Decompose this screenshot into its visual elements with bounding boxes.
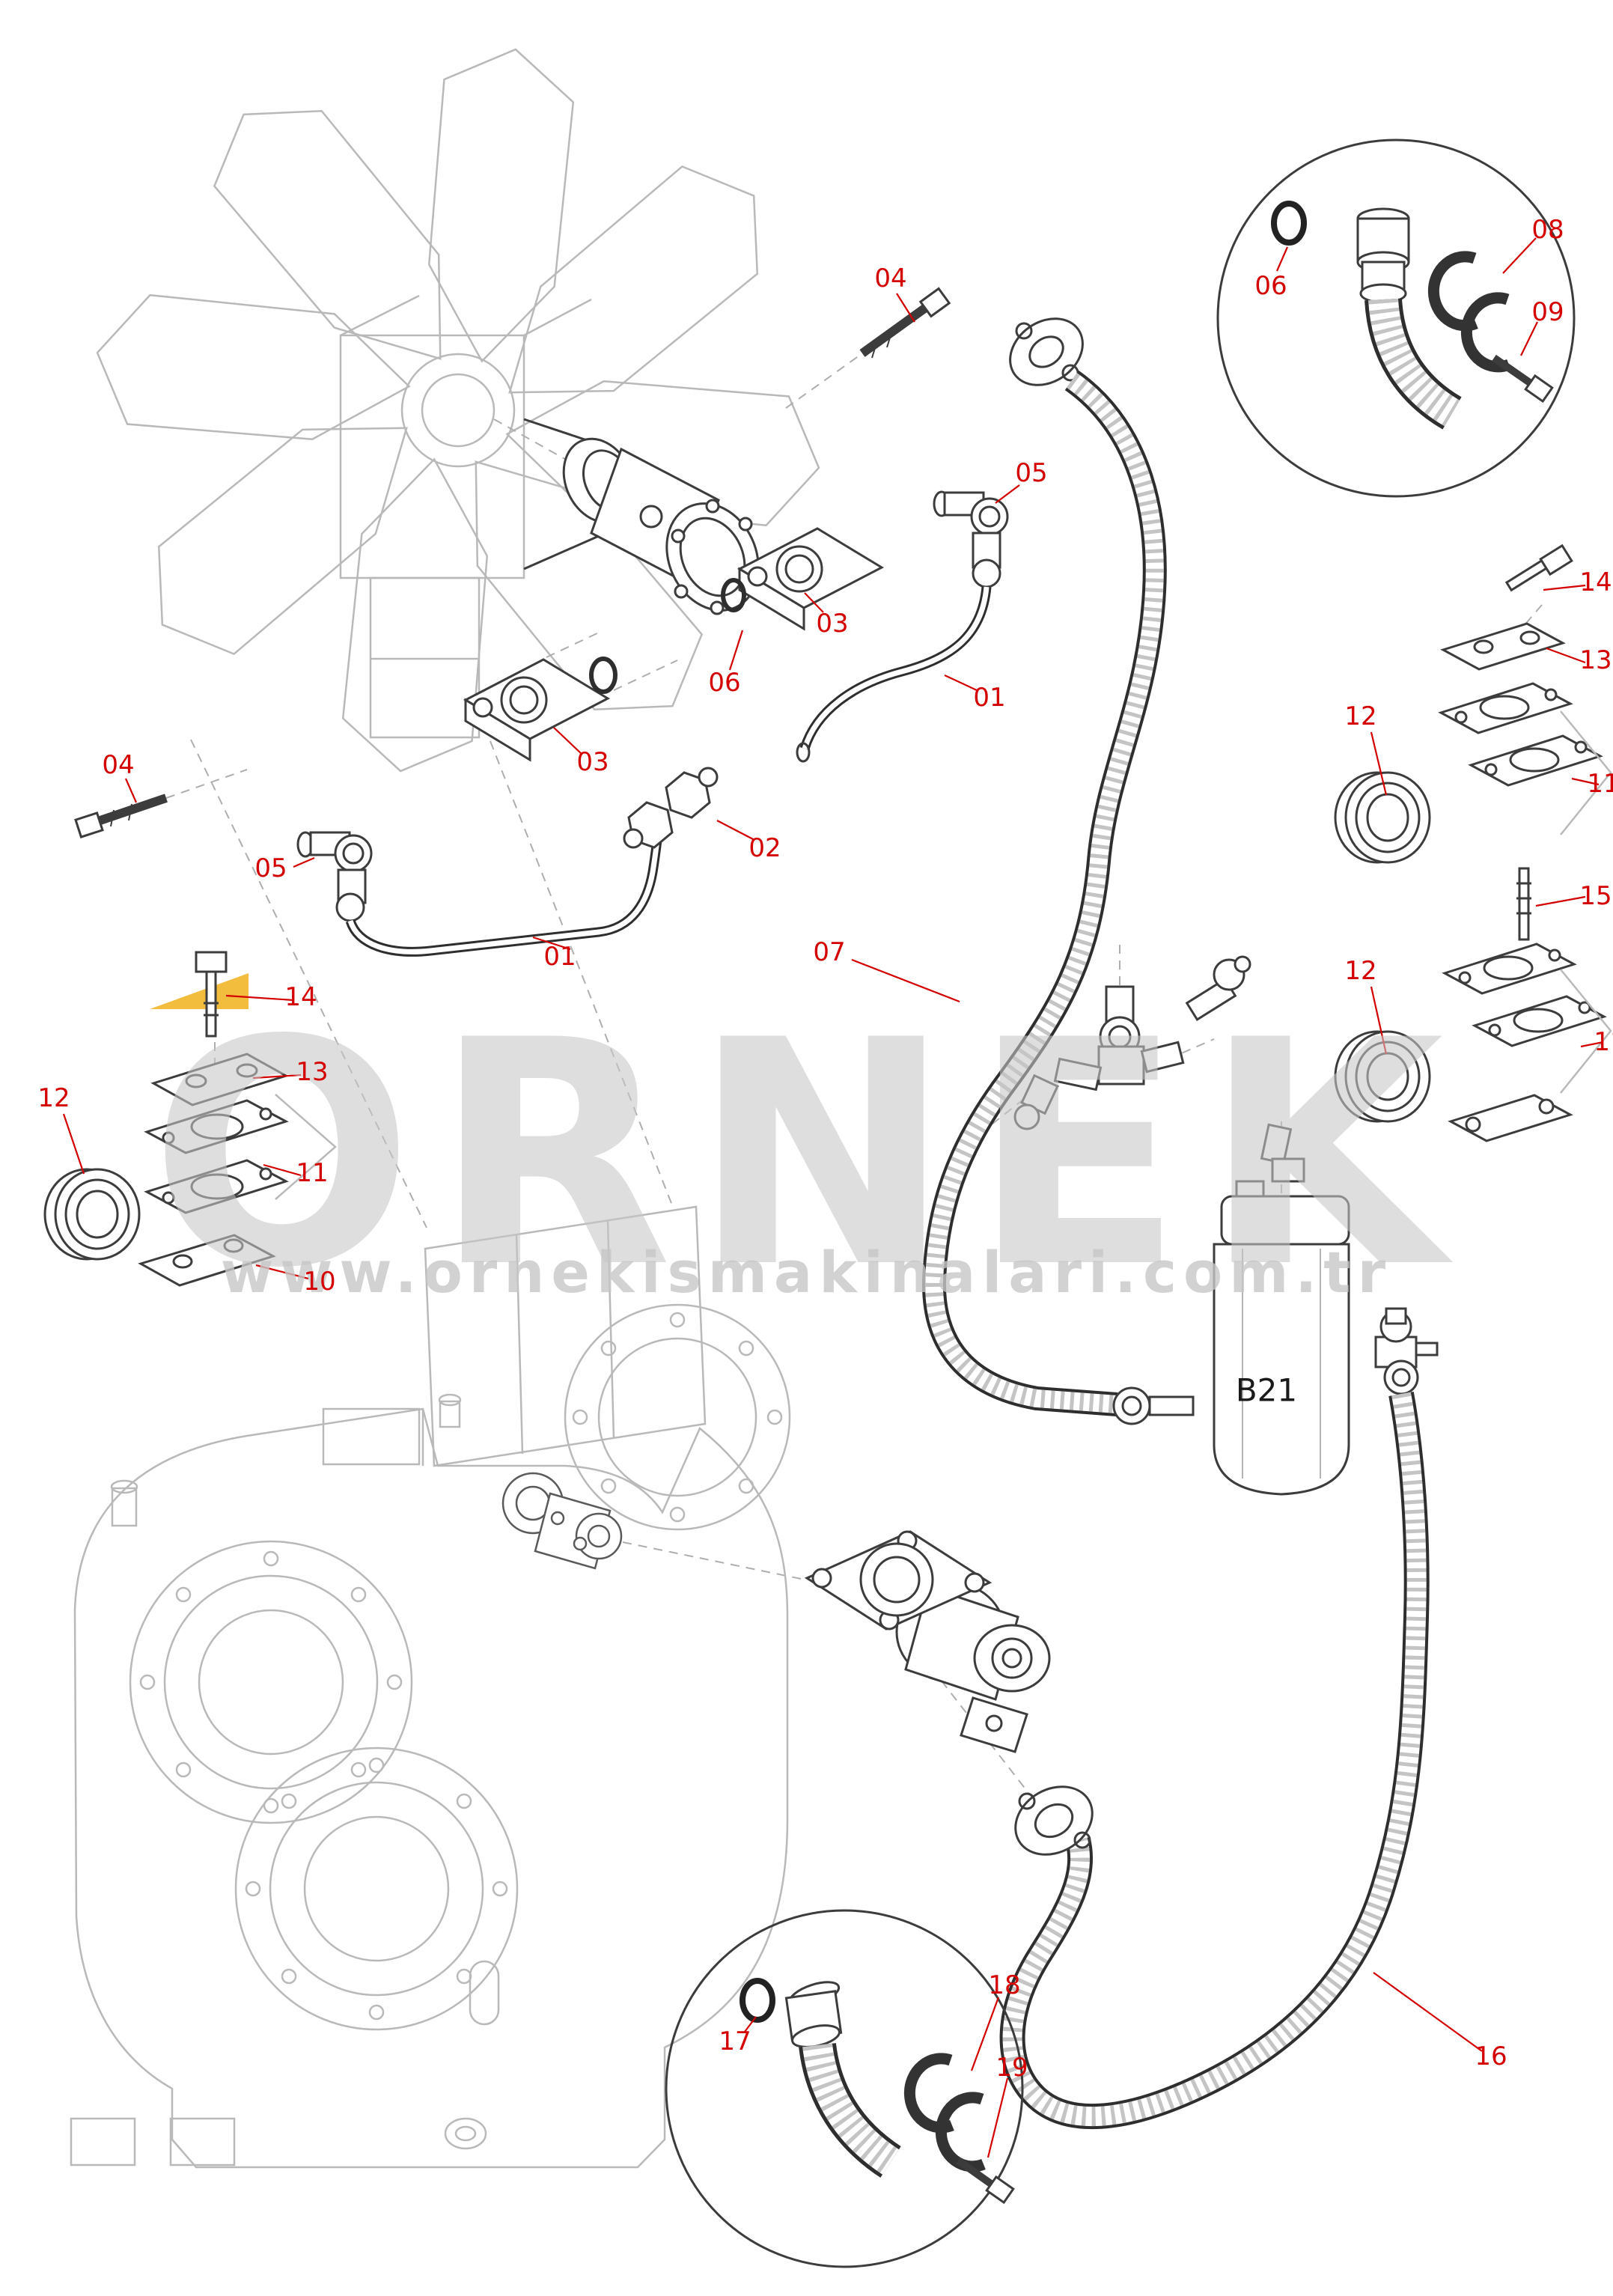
hose-end-detail-bottom (784, 1981, 843, 2048)
union-fitting-02 (623, 767, 719, 849)
elbow-fitting-05-left (296, 831, 373, 922)
clamp-assembly-right-top (1334, 543, 1612, 864)
elbow-fitting-05-top (933, 490, 1009, 588)
hose-07 (921, 317, 1167, 1416)
filter-b21 (1112, 1180, 1350, 1496)
gearbox-pump (501, 1472, 623, 1570)
tube-01-top (796, 586, 992, 763)
valve-block-upper (737, 527, 885, 631)
clamp-half-18 (903, 2053, 954, 2134)
bolt-04-left (74, 794, 168, 838)
clamp-half-08 (1427, 251, 1478, 332)
clamp-assembly-left (43, 951, 337, 1287)
valve-block-lower (463, 658, 611, 762)
bolt-09 (1492, 354, 1554, 404)
filter-inlet-elbow (1260, 1123, 1305, 1183)
grommet-12-right-bottom (1334, 1030, 1431, 1123)
bolt-04-top (859, 287, 951, 359)
grommet-12-right-top (1334, 771, 1431, 864)
t-fitting-cluster (1013, 955, 1251, 1130)
hydraulic-motor (804, 1530, 1051, 1753)
bolt-19 (956, 2157, 1015, 2205)
fan (85, 37, 832, 784)
grommet-12-left (43, 1168, 141, 1261)
tube-01-lower (345, 813, 666, 957)
hose-end-detail-top (1356, 207, 1410, 304)
detail-circle-top (1216, 138, 1576, 498)
hose-16 (999, 1391, 1430, 2130)
gearbox-housing (70, 1205, 791, 2169)
detail-circle-bottom (665, 1909, 1024, 2268)
fan-drive-pump (523, 418, 760, 615)
clamp-assembly-right-bottom (1334, 867, 1612, 1142)
o-ring-06-detail (1271, 201, 1307, 246)
o-ring-17-detail (740, 1978, 775, 2023)
o-rings-06 (589, 578, 746, 694)
clamp-half-08b (1460, 292, 1511, 373)
leader-lines (62, 237, 1604, 2158)
pressure-fitting (1374, 1307, 1439, 1395)
